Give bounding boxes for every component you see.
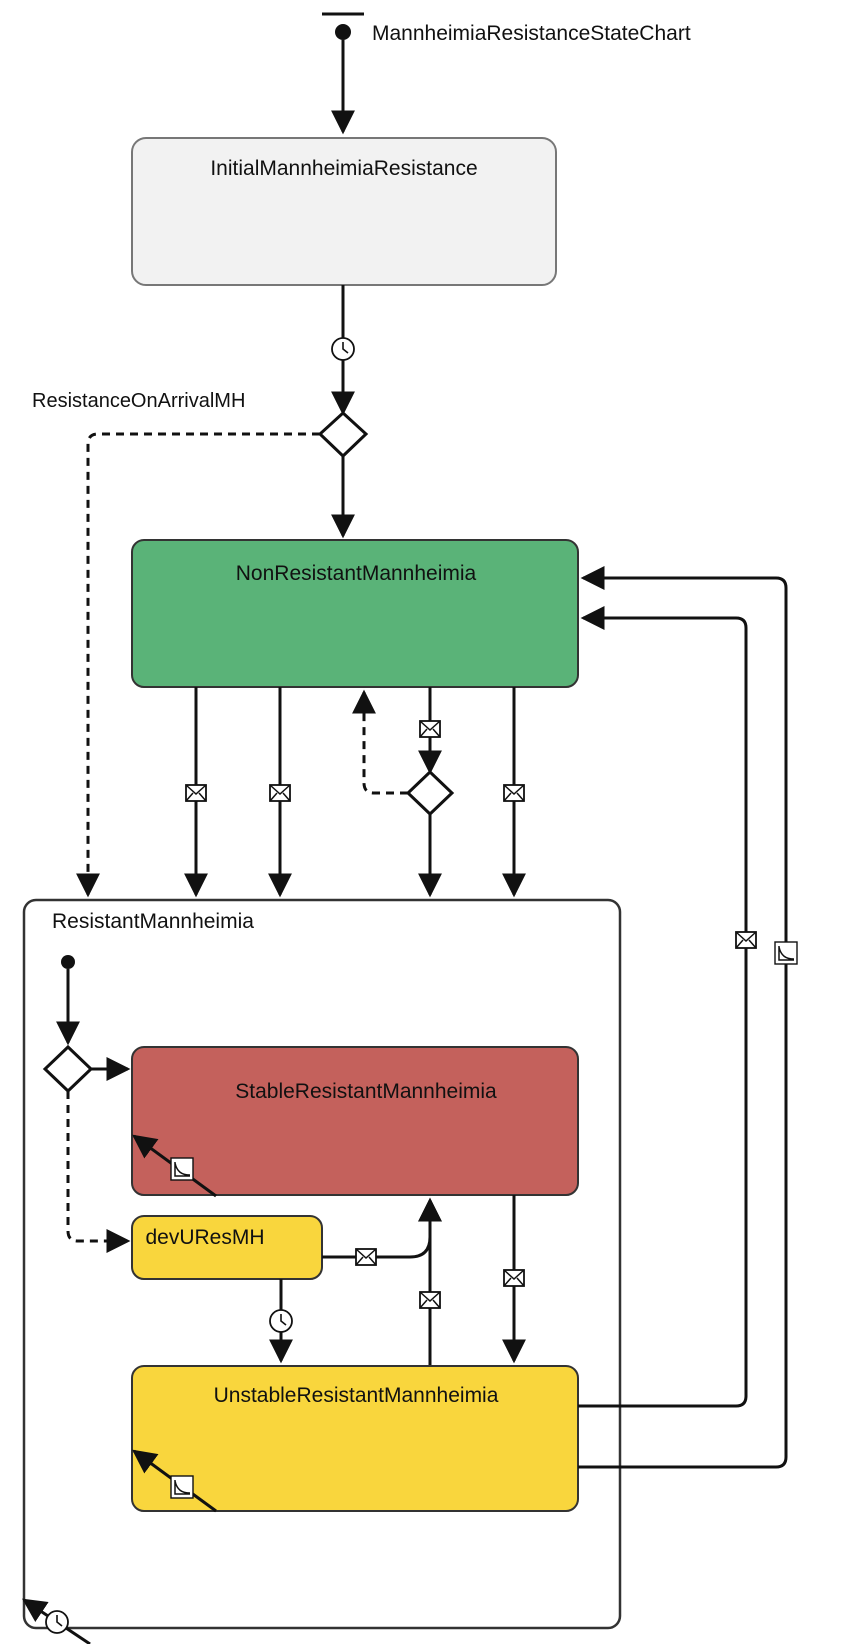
rate-icon bbox=[774, 941, 798, 965]
clock-icon bbox=[45, 1610, 69, 1634]
decision-label: ResistanceOnArrivalMH bbox=[32, 390, 245, 412]
statechart-entry bbox=[322, 12, 364, 135]
envelope-icon bbox=[503, 784, 525, 802]
state-non-resistant-mannheimia[interactable]: NonResistantMannheimia bbox=[131, 539, 579, 688]
decision-resistance-on-arrival[interactable] bbox=[317, 410, 369, 459]
state-devuresmh[interactable]: devUResMH bbox=[131, 1215, 323, 1280]
rate-icon bbox=[170, 1475, 194, 1499]
envelope-icon bbox=[269, 784, 291, 802]
statechart-title: MannheimiaResistanceStateChart bbox=[372, 22, 691, 45]
inner-entry-point bbox=[61, 955, 75, 969]
state-unstable-resistant-mannheimia[interactable]: UnstableResistantMannheimia bbox=[131, 1365, 579, 1512]
transition-decision-to-resistant bbox=[76, 432, 320, 898]
state-initial-mannheimia-resistance[interactable]: InitialMannheimiaResistance bbox=[131, 137, 557, 286]
envelope-icon bbox=[355, 1248, 377, 1266]
transition-unstable-to-nonresistant-message bbox=[578, 606, 748, 1408]
envelope-icon bbox=[419, 720, 441, 738]
state-label-non-resistant: NonResistantMannheimia bbox=[236, 562, 477, 585]
clock-icon bbox=[269, 1309, 293, 1333]
envelope-icon bbox=[419, 1291, 441, 1309]
envelope-icon bbox=[735, 931, 757, 949]
envelope-icon bbox=[185, 784, 207, 802]
transition-decision2-back-to-nonresistant bbox=[352, 689, 408, 795]
state-label-stable-resistant: StableResistantMannheimia bbox=[235, 1080, 497, 1103]
rate-icon bbox=[170, 1157, 194, 1181]
transition-unstable-to-nonresistant-rate bbox=[578, 566, 788, 1469]
envelope-icon bbox=[503, 1269, 525, 1287]
state-label-unstable-resistant: UnstableResistantMannheimia bbox=[214, 1384, 499, 1407]
state-stable-resistant-mannheimia[interactable]: StableResistantMannheimia bbox=[131, 1046, 579, 1196]
state-label-devuresmh: devUResMH bbox=[145, 1226, 264, 1249]
transition-inner-decision-to-devures bbox=[66, 1091, 131, 1253]
decision-internal[interactable] bbox=[405, 769, 455, 817]
state-label-initial: InitialMannheimiaResistance bbox=[210, 157, 477, 180]
state-label-resistant: ResistantMannheimia bbox=[52, 910, 254, 933]
clock-icon bbox=[331, 337, 355, 361]
